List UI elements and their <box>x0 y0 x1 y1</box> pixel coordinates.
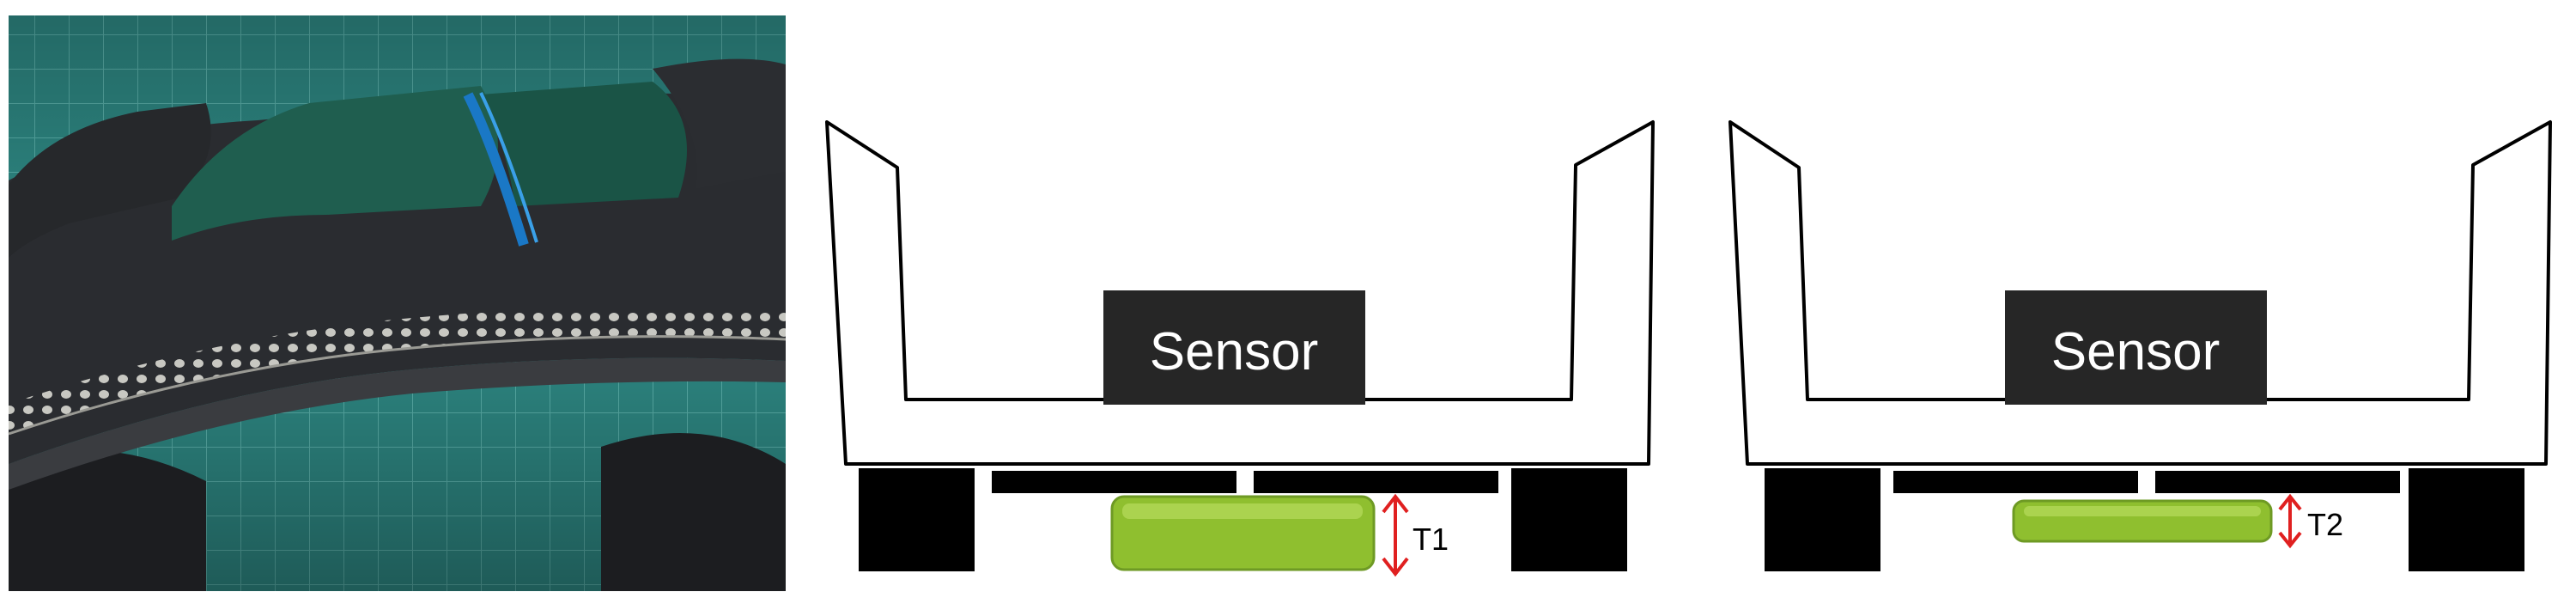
left-foot <box>859 468 975 571</box>
sensor-diagram-t2-svg: Sensor T2 <box>1728 120 2552 571</box>
sensor-label: Sensor <box>1150 322 1318 381</box>
sensor-housing <box>1728 120 2552 466</box>
gap-arrow-t2 <box>2278 493 2302 549</box>
sensor-housing <box>825 120 1655 466</box>
right-bar <box>1254 471 1498 493</box>
tire-cross-section-photo <box>0 0 790 600</box>
sensor-diagram-t1: Sensor T1 <box>811 0 1687 600</box>
sensor-diagram-t1-svg: Sensor T1 <box>825 120 1655 577</box>
sensor-diagram-t2: Sensor T2 <box>1713 0 2576 600</box>
tire-section <box>8 58 787 490</box>
right-foot <box>2409 468 2524 571</box>
gap-arrow-t1 <box>1382 493 1409 577</box>
gap-label-t1: T1 <box>1413 522 1449 557</box>
sensor-block <box>1103 290 1365 405</box>
tire-photo-illustration <box>8 15 787 591</box>
left-bar <box>992 471 1236 493</box>
left-foot <box>1765 468 1880 571</box>
gap-label-t2: T2 <box>2307 507 2343 542</box>
sensor-label: Sensor <box>2051 322 2220 381</box>
right-bar <box>2155 471 2400 493</box>
right-foot <box>1511 468 1627 571</box>
left-bar <box>1893 471 2138 493</box>
sensor-block <box>2005 290 2267 405</box>
